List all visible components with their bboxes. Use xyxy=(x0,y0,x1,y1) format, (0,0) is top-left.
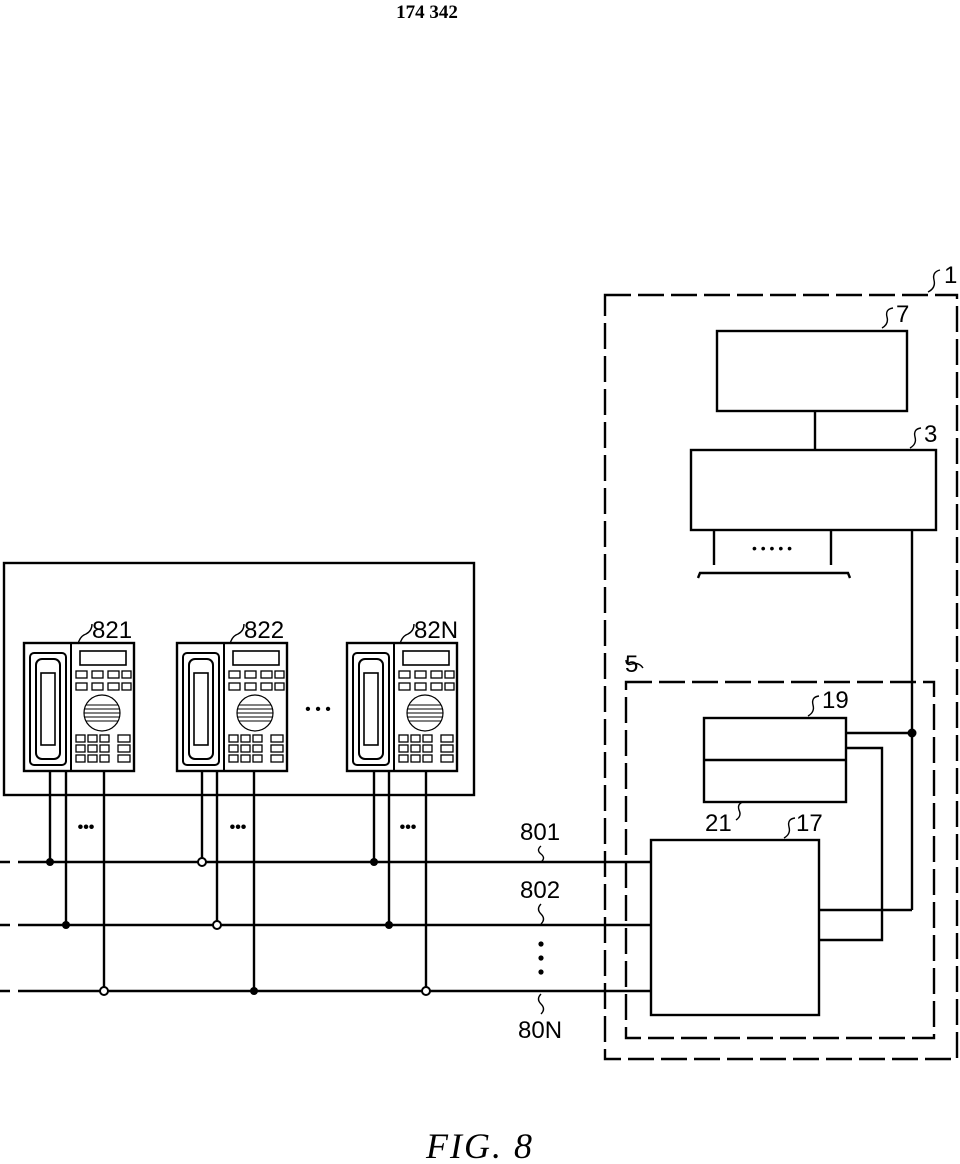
tap-dot xyxy=(250,987,258,995)
label-line-802: 802 xyxy=(520,877,560,904)
block-17 xyxy=(649,838,821,1017)
leader-7 xyxy=(881,307,894,329)
tap-dot xyxy=(46,858,54,866)
block-7 xyxy=(715,329,909,413)
leader-82N xyxy=(399,623,415,645)
leader-19 xyxy=(807,695,820,717)
label-system-1: 1 xyxy=(944,262,957,289)
port-bracket xyxy=(696,571,852,579)
line-ellipsis-dot xyxy=(538,969,544,975)
leader-5 xyxy=(625,659,644,669)
leader-801 xyxy=(537,845,545,863)
phone-821 xyxy=(22,641,136,773)
wires-ellipsis-82N: ••• xyxy=(400,819,417,836)
tap-dot xyxy=(62,921,70,929)
leader-17 xyxy=(783,817,796,839)
leader-3 xyxy=(909,427,922,449)
phones-ellipsis: • • • xyxy=(305,701,331,718)
leader-822 xyxy=(229,623,245,645)
label-phone-82N: 82N xyxy=(414,617,458,644)
phone-82N xyxy=(345,641,459,773)
label-subsystem-5: 5 xyxy=(625,651,638,678)
system-1-boundary xyxy=(603,293,959,1061)
junction-dot xyxy=(907,728,917,738)
label-phone-822: 822 xyxy=(244,617,284,644)
leader-80N xyxy=(537,993,545,1015)
phone-group-box xyxy=(2,561,476,797)
port-ellipsis: • • • • • xyxy=(752,540,792,556)
wires-ellipsis-821: ••• xyxy=(78,819,95,836)
label-block-7: 7 xyxy=(896,301,909,328)
leader-821 xyxy=(77,623,93,645)
tap-dot xyxy=(99,986,109,996)
block-3 xyxy=(689,448,938,532)
label-block-3: 3 xyxy=(924,421,937,448)
figure-caption: FIG. 8 xyxy=(425,1126,534,1164)
label-line-801: 801 xyxy=(520,819,560,846)
phone-822 xyxy=(175,641,289,773)
document-number: 174 342 xyxy=(396,2,458,23)
label-phone-821: 821 xyxy=(92,617,132,644)
leader-1 xyxy=(927,269,941,293)
label-block-17: 17 xyxy=(796,810,823,837)
label-line-80N: 80N xyxy=(518,1017,562,1044)
wires-ellipsis-822: ••• xyxy=(230,819,247,836)
tap-dot xyxy=(212,920,222,930)
subsystem-5-boundary xyxy=(624,680,936,1040)
line-ellipsis-dot xyxy=(538,941,544,947)
line-ellipsis-dot xyxy=(538,955,544,961)
leader-21 xyxy=(735,801,744,821)
leader-802 xyxy=(537,903,545,925)
tap-dot xyxy=(421,986,431,996)
wire-19-17-loop xyxy=(819,746,884,942)
tap-dot xyxy=(197,857,207,867)
tap-dot xyxy=(370,858,378,866)
tap-dot xyxy=(385,921,393,929)
label-block-19: 19 xyxy=(822,687,849,714)
label-block-21: 21 xyxy=(705,810,732,837)
